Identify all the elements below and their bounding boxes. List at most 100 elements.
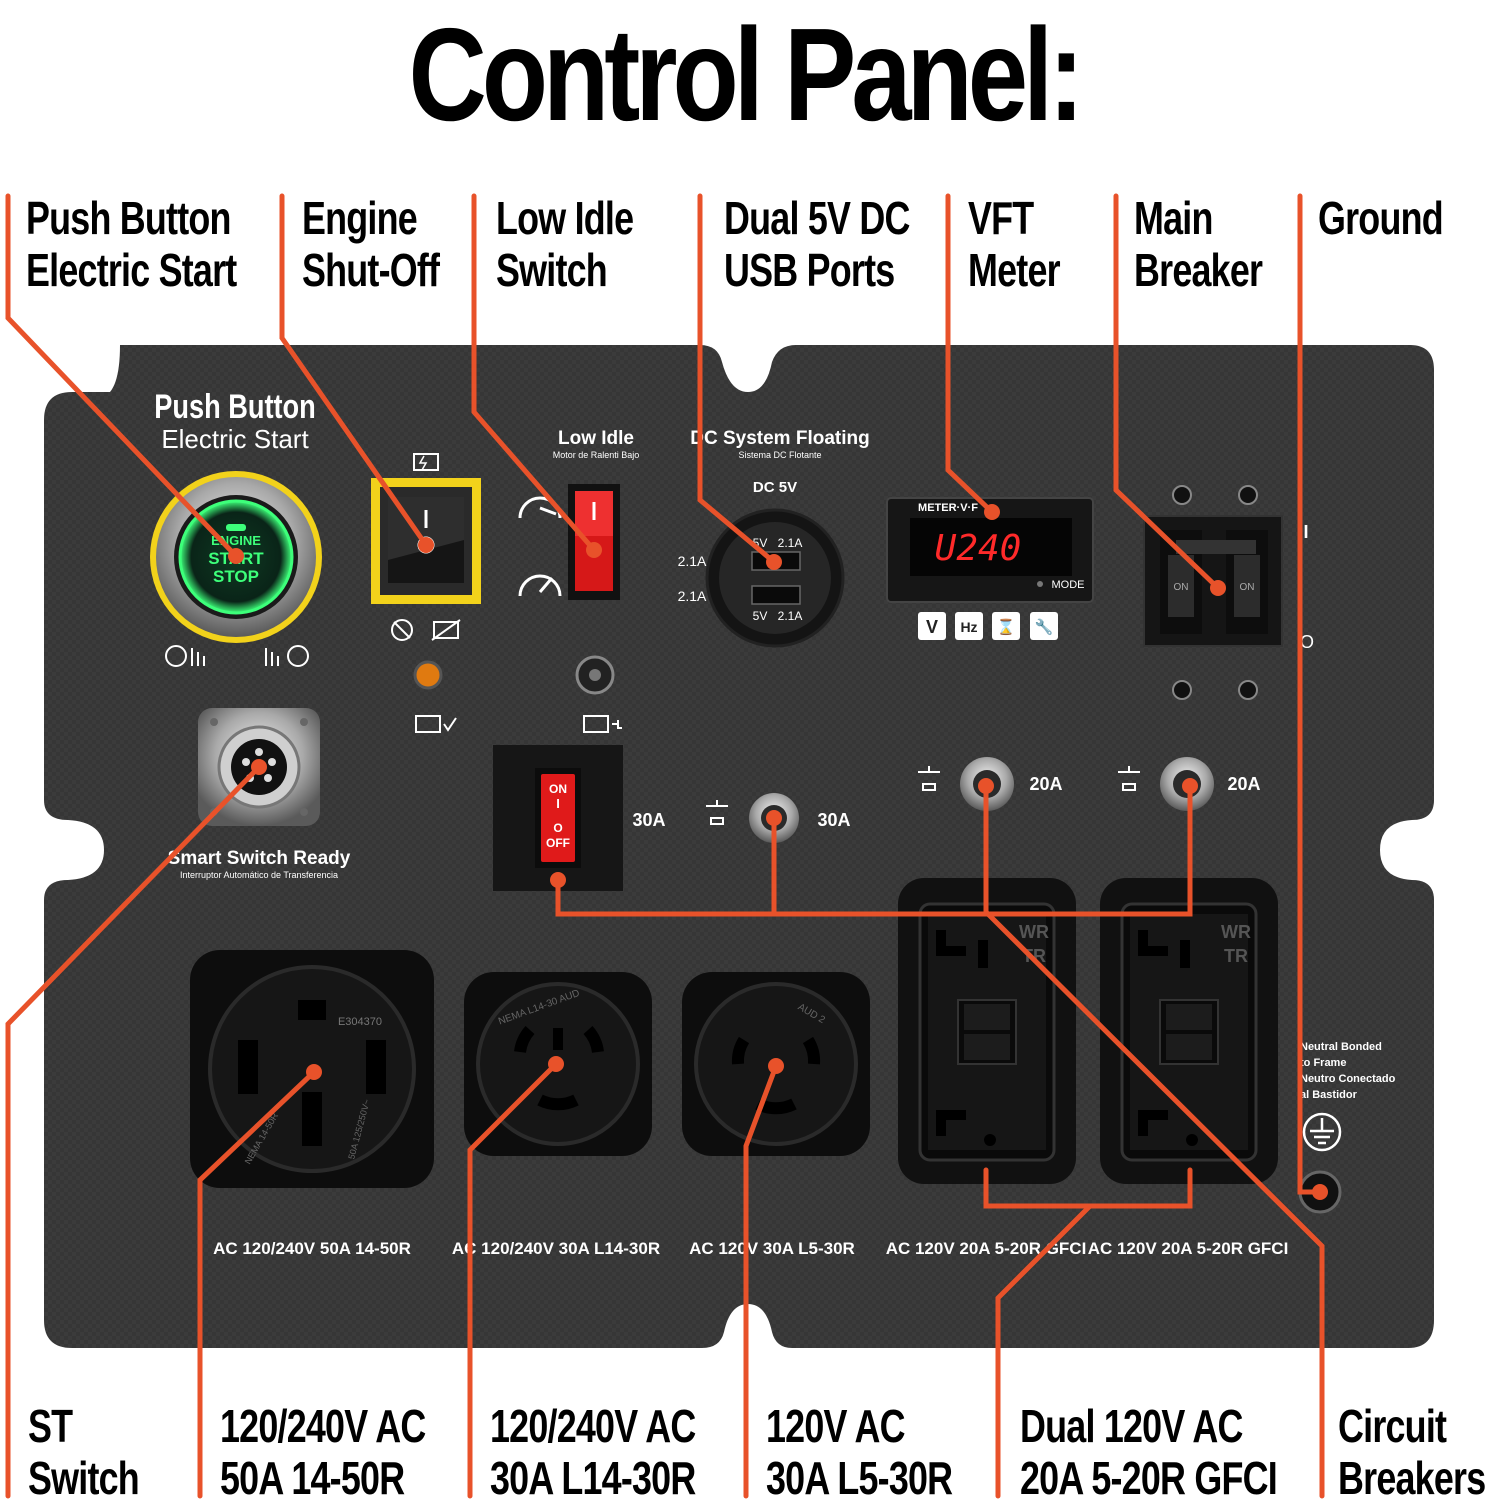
meter-volt-icon xyxy=(918,612,946,640)
outlet-label-4: AC 120V 20A 5-20R GFCI xyxy=(886,1239,1087,1258)
callout-line2: Meter xyxy=(968,244,1061,296)
battery-charger-icon xyxy=(583,715,622,733)
usb-side-label-2: 2.1A xyxy=(678,588,707,604)
callout-line2: USB Ports xyxy=(724,244,895,296)
breaker-on-label-1: ON xyxy=(1174,582,1189,593)
vft-meter xyxy=(886,497,1094,603)
meter-hourglass-label: ⌛ xyxy=(997,618,1016,636)
usb-bottom-right-label: 2.1A xyxy=(778,609,803,623)
line-outlet-l14 xyxy=(467,1061,559,1499)
line-outlet-50a xyxy=(197,1069,317,1499)
low-idle-subtitle: Motor de Ralenti Bajo xyxy=(553,450,640,460)
amp-label-20a-1: 20A xyxy=(1029,774,1062,794)
callout-line1: 120/240V AC xyxy=(220,1400,426,1452)
gauge-high-icon xyxy=(518,574,562,597)
callout-line1: Dual 5V DC xyxy=(724,192,910,244)
meter-mode-buttons: V Hz ⌛ 🔧 xyxy=(918,612,1058,640)
callout-low-idle: Low Idle Switch xyxy=(496,192,634,296)
meter-wrench-label: 🔧 xyxy=(1035,617,1054,636)
engine-start-hand-icon xyxy=(165,645,205,667)
callout-line2: Breaker xyxy=(1134,244,1263,296)
stop-label: STOP xyxy=(213,567,259,586)
meter-hz-icon xyxy=(955,612,983,640)
gfci-1-wr: WR xyxy=(1019,922,1049,942)
neutral-bonded-line3: Neutro Conectado xyxy=(1300,1073,1396,1085)
dc-jack[interactable] xyxy=(575,655,615,695)
line-vft-meter xyxy=(945,193,995,515)
gfci-2-wr: WR xyxy=(1221,922,1251,942)
breaker-reset-icon xyxy=(1118,766,1140,791)
dc-voltage-label: DC 5V xyxy=(753,479,797,496)
breaker-reset-icon xyxy=(918,766,940,791)
callout-outlet-l14-30: 120/240V AC 30A L14-30R xyxy=(490,1400,696,1504)
callout-line1: Engine xyxy=(302,192,418,244)
meter-mode-button[interactable] xyxy=(1037,581,1043,587)
outlet-label-5: AC 120V 20A 5-20R GFCI xyxy=(1088,1239,1289,1258)
gfci-outlet-2[interactable] xyxy=(1100,878,1278,1184)
neutral-bonded-line4: al Bastidor xyxy=(1300,1089,1358,1101)
meter-hz-label: Hz xyxy=(960,619,977,635)
callout-vft-meter: VFT Meter xyxy=(968,192,1061,296)
smart-switch-title: Smart Switch Ready xyxy=(168,848,351,869)
engine-stop-hand-icon xyxy=(265,645,309,667)
breaker-on-mark: I xyxy=(1303,522,1308,542)
neutral-bonded-line1: Neutral Bonded xyxy=(1300,1041,1382,1053)
gfci-2-tr: TR xyxy=(1224,946,1248,966)
line-circuit-breakers xyxy=(555,783,1325,1499)
callout-line1: Main xyxy=(1134,192,1213,244)
usb-port-housing xyxy=(705,508,845,648)
line-st-switch xyxy=(5,764,262,1499)
callout-line1: Low Idle xyxy=(496,192,634,244)
callout-line1: 120V AC xyxy=(766,1400,906,1452)
meter-mode-label: MODE xyxy=(1052,579,1085,591)
dc-system-title: DC System Floating xyxy=(690,428,869,449)
callout-main-breaker: Main Breaker xyxy=(1134,192,1263,296)
rocker-on-label: ON xyxy=(549,782,567,796)
amp-label-20a-2: 20A xyxy=(1227,774,1260,794)
neutral-bonded-line2: to Frame xyxy=(1300,1057,1346,1069)
callout-line1: ST xyxy=(28,1400,73,1452)
amp-label-30a-2: 30A xyxy=(817,810,850,830)
callout-st-switch: ST Switch xyxy=(28,1400,140,1504)
callout-usb-ports: Dual 5V DC USB Ports xyxy=(724,192,910,296)
line-outlet-l5 xyxy=(743,1063,779,1499)
panel-push-button-subtitle: Electric Start xyxy=(161,424,309,454)
amp-label-30a-1: 30A xyxy=(632,810,665,830)
meter-hourglass-icon xyxy=(992,612,1020,640)
battery-charge-icon xyxy=(413,453,439,471)
callout-push-button-start: Push Button Electric Start xyxy=(26,192,237,296)
callout-engine-shutoff: Engine Shut-Off xyxy=(302,192,440,296)
callout-line1: Circuit xyxy=(1338,1400,1447,1452)
rocker-i-label: I xyxy=(556,796,560,811)
callout-line1: Push Button xyxy=(26,192,231,244)
callout-circuit-breakers: Circuit Breakers xyxy=(1338,1400,1486,1504)
callout-line1: Ground xyxy=(1318,192,1444,244)
line-main-breaker xyxy=(1113,193,1221,591)
line-engine-shutoff xyxy=(279,193,429,548)
ground-symbol-icon xyxy=(1302,1112,1342,1152)
callout-line2: 30A L5-30R xyxy=(766,1452,953,1504)
callout-line2: Switch xyxy=(496,244,608,296)
callout-line1: Dual 120V AC xyxy=(1020,1400,1243,1452)
rocker-o-label: O xyxy=(553,821,562,835)
breaker-on-label-2: ON xyxy=(1240,582,1255,593)
callout-gfci: Dual 120V AC 20A 5-20R GFCI xyxy=(1020,1400,1278,1504)
breaker-off-mark: O xyxy=(1300,632,1314,652)
breaker-reset-icon xyxy=(706,800,728,825)
outlet-label-1: AC 120/240V 50A 14-50R xyxy=(213,1239,411,1258)
rocker-breaker-30a[interactable] xyxy=(493,745,623,891)
battery-indicator-light xyxy=(413,660,443,690)
callout-line2: 20A 5-20R GFCI xyxy=(1020,1452,1278,1504)
meter-volt-label: V xyxy=(926,617,938,637)
outlet-label-2: AC 120/240V 30A L14-30R xyxy=(452,1239,660,1258)
gfci-outlet-1[interactable] xyxy=(898,878,1076,1184)
engine-off-icon xyxy=(391,619,413,641)
battery-ok-icon xyxy=(415,715,457,733)
callout-line2: Electric Start xyxy=(26,244,237,296)
meter-label: METER·V·F xyxy=(918,502,978,514)
line-push-button xyxy=(5,193,239,559)
smart-switch-subtitle: Interruptor Automático de Transferencia xyxy=(180,870,338,880)
usb-port-2[interactable] xyxy=(751,585,801,605)
usb-bottom-left-label: 5V xyxy=(753,609,768,623)
